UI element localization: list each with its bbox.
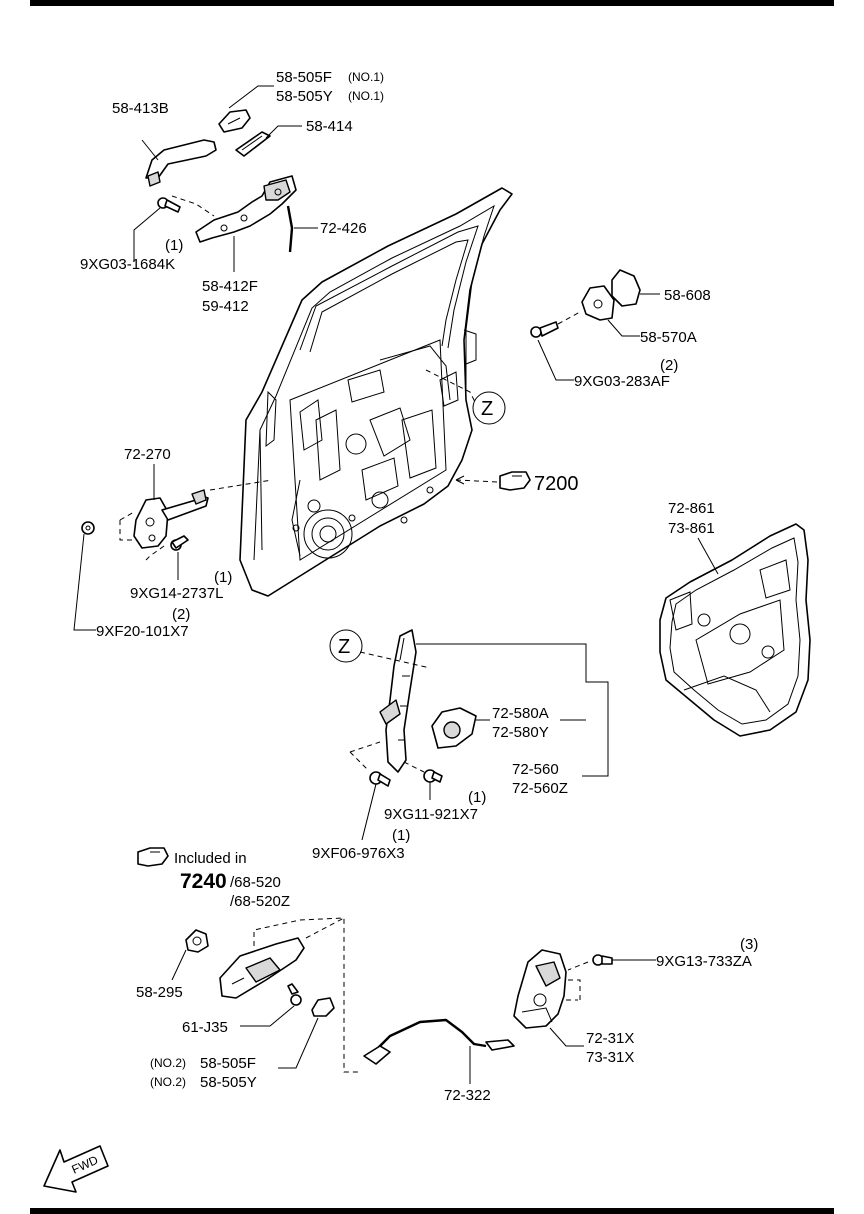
label-9XG11-921X7: 9XG11-921X7 (384, 806, 478, 823)
label-no1-b: (NO.1) (348, 89, 384, 103)
cable-72-322[interactable] (363, 1018, 515, 1065)
window-regulator-72-560[interactable] (379, 629, 417, 773)
screw-61-J35[interactable] (287, 983, 302, 1006)
label-73-31X: 73-31X (586, 1049, 634, 1066)
label-72-270: 72-270 (124, 446, 171, 463)
label-9XF20-101X7: 9XF20-101X7 (96, 623, 189, 640)
label-9XG03-283AF: 9XG03-283AF (574, 373, 670, 390)
label-58-414: 58-414 (306, 118, 353, 135)
label-58-505F-top: 58-505F (276, 69, 332, 86)
label-58-570A: 58-570A (640, 329, 697, 346)
label-58-413B: 58-413B (112, 100, 169, 117)
callout-z-lower: Z (338, 636, 350, 658)
outer-handle-cover-58-505F[interactable] (218, 109, 251, 133)
label-qty-283AF: (2) (660, 357, 678, 374)
bolt-9XG11-921X7[interactable] (423, 769, 443, 783)
outer-handle-58-413B[interactable] (145, 139, 217, 187)
label-59-412: 59-412 (202, 298, 249, 315)
rod-72-426[interactable] (286, 205, 294, 253)
regulator-motor-72-580A[interactable] (431, 707, 477, 749)
fwd-arrow-icon: FWD (43, 1145, 109, 1193)
door-shell (239, 187, 513, 597)
door-check-72-270[interactable] (133, 489, 209, 549)
bolt-9XF06-976X3[interactable] (369, 771, 391, 787)
label-qty-976X3: (1) (392, 827, 410, 844)
label-58-295: 58-295 (136, 984, 183, 1001)
label-qty-101X7: (2) (172, 606, 190, 623)
top-border-bar (30, 0, 834, 6)
ref-68-520: /68-520 (230, 874, 281, 891)
label-no2-a: (NO.2) (150, 1056, 186, 1070)
ref-68-520Z: /68-520Z (230, 893, 290, 910)
pointing-hand-icon (137, 847, 169, 867)
handle-frame-58-412F[interactable] (195, 175, 297, 243)
label-58-505F-bot: 58-505F (200, 1055, 256, 1072)
label-9XG14-2737L: 9XG14-2737L (130, 585, 223, 602)
label-no2-b: (NO.2) (150, 1075, 186, 1089)
label-61-J35: 61-J35 (182, 1019, 228, 1036)
label-qty-2737L: (1) (214, 569, 232, 586)
label-9XF06-976X3: 9XF06-976X3 (312, 845, 405, 862)
label-72-560Z: 72-560Z (512, 780, 568, 797)
inner-handle-7240[interactable] (219, 937, 305, 999)
label-qty-921X7: (1) (468, 789, 486, 806)
striker-58-570A[interactable] (581, 285, 615, 321)
label-58-505Y-top: 58-505Y (276, 88, 333, 105)
label-9XG13-733ZA: 9XG13-733ZA (656, 953, 752, 970)
door-latch-72-31X[interactable] (513, 949, 567, 1029)
bolt-9XG13-733ZA[interactable] (592, 954, 613, 966)
label-73-861: 73-861 (668, 520, 715, 537)
striker-plate-58-608[interactable] (611, 269, 641, 307)
nut-9XF20-101X7[interactable] (81, 521, 95, 535)
label-72-861: 72-861 (668, 500, 715, 517)
handle-gasket-58-414[interactable] (235, 131, 271, 157)
bottom-border-bar (30, 1208, 834, 1214)
ref-7200: 7200 (534, 473, 579, 495)
label-72-560: 72-560 (512, 761, 559, 778)
pointing-hand-icon (499, 471, 531, 491)
ref-7240: 7240 (180, 870, 227, 893)
label-no1-a: (NO.1) (348, 70, 384, 84)
bolt-9XG03-1684K[interactable] (157, 197, 181, 213)
label-58-505Y-bot: 58-505Y (200, 1074, 257, 1091)
label-72-580Y: 72-580Y (492, 724, 549, 741)
callout-z-upper: Z (481, 398, 493, 420)
label-qty-1684K: (1) (165, 237, 183, 254)
label-72-580A: 72-580A (492, 705, 549, 722)
label-72-31X: 72-31X (586, 1030, 634, 1047)
inner-handle-cover-58-505F[interactable] (311, 997, 335, 1017)
grommet-58-295[interactable] (185, 929, 209, 953)
label-72-322: 72-322 (444, 1087, 491, 1104)
label-58-608: 58-608 (664, 287, 711, 304)
door-module-panel-72-861[interactable] (659, 523, 811, 737)
bolt-9XG03-283AF[interactable] (530, 321, 559, 338)
note-included-in: Included in (174, 850, 247, 867)
bolt-9XG14-2737L[interactable] (170, 535, 189, 551)
label-qty-733ZA: (3) (740, 936, 758, 953)
label-9XG03-1684K: 9XG03-1684K (80, 256, 175, 273)
label-58-412F: 58-412F (202, 278, 258, 295)
label-72-426: 72-426 (320, 220, 367, 237)
